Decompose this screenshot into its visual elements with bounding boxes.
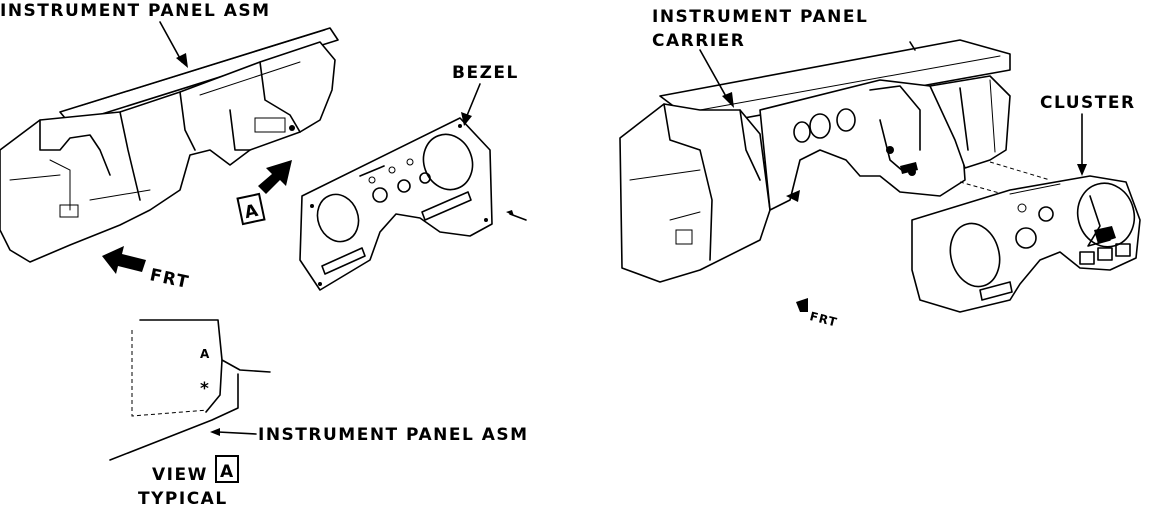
svg-text:FRT: FRT [808,309,839,329]
front-arrow-icon [796,298,808,312]
front-direction-indicator-left: FRT [102,246,191,293]
label-view-letter: A [220,462,235,482]
svg-text:A: A [243,201,262,224]
fastener-marker: * [200,379,210,399]
front-arrow-icon [102,246,146,274]
label-instrument-panel-asm-top: INSTRUMENT PANEL ASM [0,1,271,21]
label-cluster: CLUSTER [1040,93,1136,113]
view-a-box [215,455,239,483]
leader-instrument-panel-asm-top [159,21,188,68]
label-bezel: BEZEL [452,63,519,83]
label-carrier-line2: CARRIER [652,31,745,51]
leader-bezel [461,83,481,126]
label-typical: TYPICAL [138,489,228,508]
front-direction-indicator-right: FRT [796,298,839,330]
label-view: VIEW [152,465,208,485]
bezel [299,117,527,291]
svg-text:FRT: FRT [148,265,191,293]
label-carrier-line1: INSTRUMENT PANEL [652,7,868,27]
instrument-panel-assembly-left [0,27,339,263]
view-a-detail: A * [109,319,271,461]
leader-instrument-panel-carrier [699,49,734,108]
svg-text:A: A [200,347,210,361]
installation-arrow-icon [258,160,292,194]
leader-cluster [1077,113,1087,176]
label-instrument-panel-asm-detail: INSTRUMENT PANEL ASM [258,425,529,445]
instrument-cluster [911,175,1141,313]
callout-a: A [236,192,266,226]
instrument-panel-carrier [619,39,1011,283]
